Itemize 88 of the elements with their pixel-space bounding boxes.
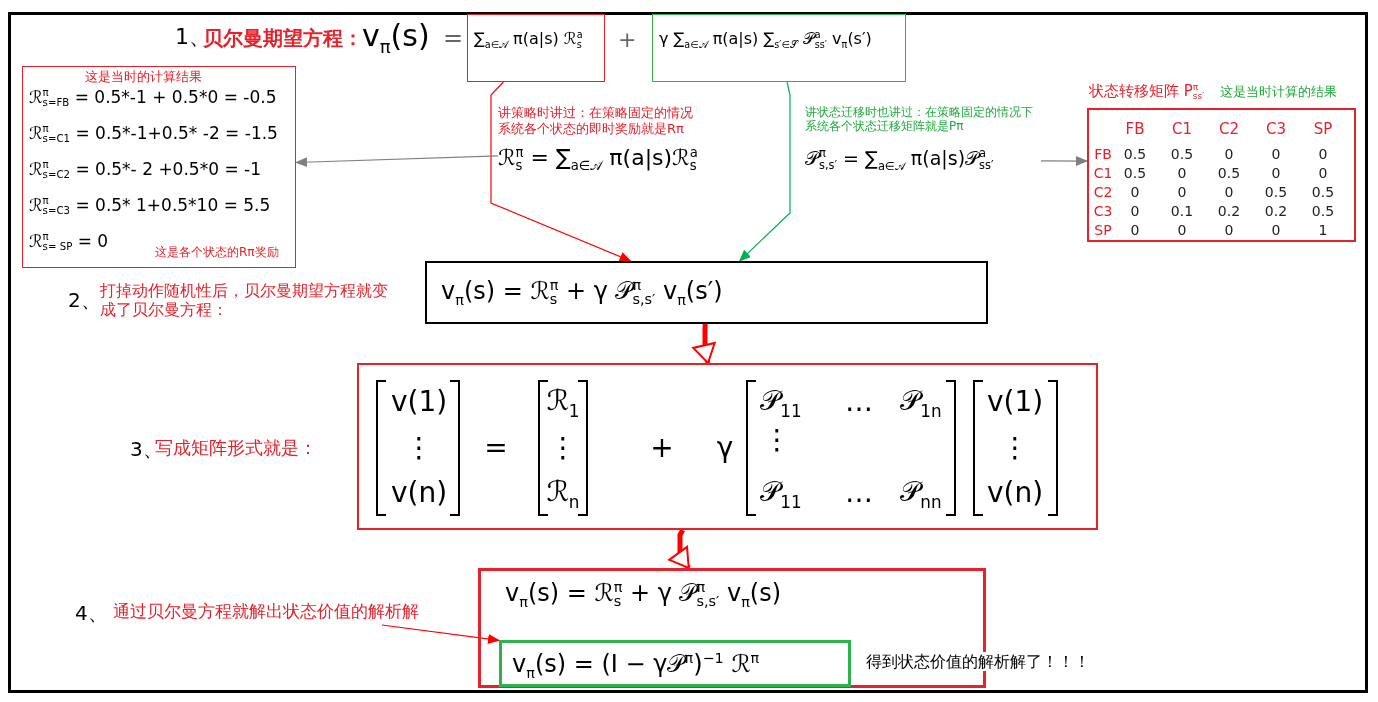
formula: v$_{π}$(s) = ℛ$^{π}$$_{s}$ + γ 𝒫$^{π}$$_{s,s′}$ v$_{π}$(s) bbox=[505, 579, 782, 610]
table-cell: 0 bbox=[1224, 145, 1234, 163]
matrix-entry: ⋮ bbox=[405, 431, 433, 465]
table-cell: 0 bbox=[1318, 164, 1328, 182]
arrow bbox=[668, 528, 691, 570]
matrix-entry: v(n) bbox=[390, 476, 448, 510]
arrow bbox=[295, 155, 499, 168]
matrix-entry: 𝒫$_{1n}$ bbox=[900, 384, 942, 420]
matrix-entry: 𝒫$_{nn}$ bbox=[900, 475, 942, 511]
table-cell: 0 bbox=[1130, 202, 1140, 220]
arrow bbox=[1040, 156, 1088, 167]
formula-box bbox=[467, 14, 605, 82]
table-cell: 0 bbox=[1224, 183, 1234, 201]
formula: = bbox=[443, 24, 464, 53]
arrow bbox=[692, 323, 716, 364]
table-cell: 0.2 bbox=[1217, 202, 1241, 220]
matrix-entry: γ bbox=[716, 431, 734, 465]
arrow bbox=[738, 81, 791, 262]
formula: ℛ$^{π}$$_{s= SP}$ = 0 bbox=[29, 231, 109, 253]
header-cell: C1 bbox=[1172, 120, 1192, 138]
header-cell: FB bbox=[1125, 120, 1145, 138]
matrix-entry: + bbox=[650, 431, 674, 465]
step-number: 4、 bbox=[75, 601, 108, 625]
note-text: 讲策略时讲过：在策略固定的情况系统各个状态的即时奖励就是Rπ bbox=[498, 105, 694, 137]
matrix-entry: = bbox=[484, 431, 508, 465]
table-cell: 0.5 bbox=[1123, 164, 1147, 182]
header-cell: C1 bbox=[1093, 164, 1113, 182]
note-text: 这是当时计算的结果 bbox=[1220, 84, 1337, 100]
formula: v$_{π}$(s) = ℛ$^{π}$$_{s}$ + γ 𝒫$^{π}$$_{s,s′}$ v$_{π}$(s′) bbox=[441, 277, 723, 308]
header-cell: C2 bbox=[1093, 183, 1113, 201]
formula: ℛ$^{π}$$_{s=FB}$ = 0.5*-1 + 0.5*0 = -0.5 bbox=[29, 87, 277, 109]
table-cell: 0 bbox=[1318, 145, 1328, 163]
formula: γ ∑$_{a∈𝒜}$ π(a|s) ∑$_{s′∈𝒮}$ 𝒫$^{a}$$_{ss′}$ v$_{π}$(s′) bbox=[659, 29, 872, 50]
formula-box bbox=[652, 14, 906, 82]
table-cell: 0 bbox=[1177, 183, 1187, 201]
table-cell: 0.5 bbox=[1311, 202, 1335, 220]
table-cell: 0.5 bbox=[1264, 183, 1288, 201]
matrix-entry: 𝒫$_{11}$ bbox=[760, 475, 802, 511]
equation-box bbox=[425, 261, 988, 324]
arrow bbox=[381, 624, 500, 644]
matrix-entry: … bbox=[845, 476, 873, 510]
matrix-entry: ℛ$_{1}$ bbox=[546, 384, 580, 420]
matrix-entry: ⋮ bbox=[549, 431, 577, 465]
header-cell: C3 bbox=[1266, 120, 1286, 138]
formula: v$_{π}$(s) bbox=[362, 18, 430, 56]
note-text: 这是各个状态的Rπ奖励 bbox=[155, 245, 279, 260]
table-cell: 0.2 bbox=[1264, 202, 1288, 220]
solution-box bbox=[499, 640, 851, 687]
table-cell: 1 bbox=[1318, 221, 1328, 239]
step-text: 打掉动作随机性后，贝尔曼期望方程就变成了贝尔曼方程： bbox=[100, 281, 389, 320]
table-cell: 0 bbox=[1271, 221, 1281, 239]
matrix-equation-box bbox=[357, 363, 1098, 530]
header-cell: C3 bbox=[1093, 202, 1113, 220]
matrix-entry: v(1) bbox=[986, 385, 1044, 419]
matrix-entry: … bbox=[845, 385, 873, 419]
header-cell: SP bbox=[1313, 120, 1333, 138]
table-cell: 0 bbox=[1224, 221, 1234, 239]
note-text: 讲状态迁移时也讲过：在策略固定的情况下系统各个状态迁移矩阵就是Pπ bbox=[805, 105, 1034, 134]
step-number: 2、 bbox=[68, 288, 101, 312]
matrix-entry: ⋮ bbox=[1001, 431, 1029, 465]
table-cell: 0 bbox=[1177, 164, 1187, 182]
matrix-entry: v(n) bbox=[986, 476, 1044, 510]
table-cell: 0 bbox=[1130, 183, 1140, 201]
table-cell: 0.5 bbox=[1170, 145, 1194, 163]
formula: ℛ$^{π}$$_{s=C3}$ = 0.5* 1+0.5*10 = 5.5 bbox=[29, 195, 271, 217]
table-cell: 0.5 bbox=[1123, 145, 1147, 163]
table-cell: 0 bbox=[1130, 221, 1140, 239]
formula: v$_{π}$(s) = (I − γ𝒫$^{π}$)$^{−1}$ ℛ$^{π}$ bbox=[512, 650, 760, 681]
matrix-entry: ⋮ bbox=[763, 423, 791, 457]
table-cell: 0.1 bbox=[1170, 202, 1194, 220]
header-cell: C2 bbox=[1219, 120, 1239, 138]
header-cell: FB bbox=[1094, 145, 1112, 163]
table-cell: 0 bbox=[1271, 145, 1281, 163]
table-cell: 0.5 bbox=[1217, 164, 1241, 182]
table-cell: 0 bbox=[1271, 164, 1281, 182]
arrow bbox=[490, 81, 632, 262]
table-cell: 0.5 bbox=[1311, 183, 1335, 201]
formula: ℛ$^{π}$$_{s=C1}$ = 0.5*-1+0.5* -2 = -1.5 bbox=[29, 123, 278, 145]
formula: ℛ$^{π}$$_{s=C2}$ = 0.5*- 2 +0.5*0 = -1 bbox=[29, 159, 261, 181]
header-cell: SP bbox=[1094, 221, 1112, 239]
step-text: 通过贝尔曼方程就解出状态价值的解析解 bbox=[113, 601, 419, 622]
formula: + bbox=[618, 27, 637, 54]
result-box bbox=[22, 66, 296, 268]
matrix-entry: 𝒫$_{11}$ bbox=[760, 384, 802, 420]
matrix-entry: ℛ$_{n}$ bbox=[546, 475, 580, 511]
note-text: 这是当时的计算结果 bbox=[85, 69, 202, 85]
table-cell: 0 bbox=[1177, 221, 1187, 239]
matrix-entry: v(1) bbox=[390, 385, 448, 419]
